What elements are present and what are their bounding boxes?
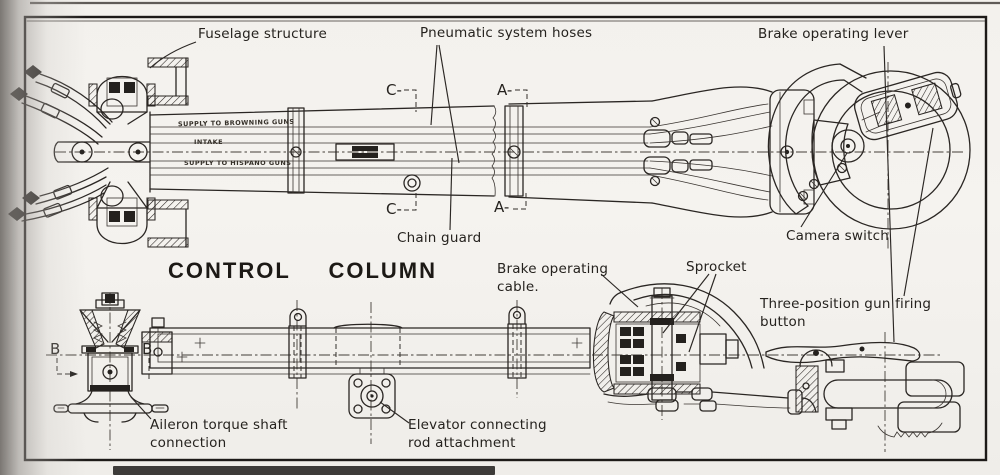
- section-marker-c-bottom: C-: [386, 200, 402, 218]
- callout-brake-cable-line2: cable.: [497, 279, 539, 295]
- callout-chain-guard: Chain guard: [397, 230, 482, 246]
- plan-view: [8, 57, 971, 250]
- callout-camera-switch: Camera switch: [786, 228, 889, 244]
- sprocket-housing: [592, 287, 739, 401]
- section-marker-a-top: A-: [497, 81, 513, 99]
- callout-brake-cable: Brake operating cable.: [497, 260, 608, 296]
- elevator-attachment: [348, 367, 396, 419]
- callout-brake-lever: Brake operating lever: [758, 26, 909, 42]
- callout-fuselage-structure: Fuselage structure: [198, 26, 327, 42]
- section-marker-b-right: B: [142, 340, 153, 358]
- callout-gun-button: Three-position gun firing button: [760, 295, 931, 331]
- callout-elevator: Elevator connecting rod attachment: [408, 416, 547, 452]
- leader-lines: [56, 41, 934, 424]
- brake-lever-plan: [767, 63, 867, 215]
- side-view: [46, 283, 965, 452]
- upper-fuselage-bracket: [88, 57, 189, 125]
- callout-brake-cable-line1: Brake operating: [497, 261, 609, 277]
- callout-gun-button-line2: button: [760, 314, 806, 330]
- side-main-tube: [149, 306, 591, 379]
- callout-aileron-line1: Aileron torque shaft: [150, 417, 288, 433]
- section-marker-b-left: B: [50, 340, 61, 358]
- lower-fuselage-bracket: [88, 111, 189, 248]
- callout-elevator-line1: Elevator connecting: [408, 417, 547, 433]
- gun-firing-button: [853, 71, 962, 141]
- pipe-label-intake: INTAKE: [194, 138, 223, 146]
- callout-aileron-line2: connection: [150, 435, 227, 451]
- callout-sprocket: Sprocket: [686, 259, 747, 275]
- hose-fan-cone: [643, 86, 815, 218]
- spade-grip: [767, 62, 971, 250]
- section-marker-c-top: C-: [386, 81, 402, 99]
- camera-switch-dial: [831, 129, 865, 163]
- chain-guard-tube: [149, 100, 653, 204]
- callout-gun-button-line1: Three-position gun firing: [760, 296, 932, 312]
- section-marker-a-bottom: A-: [494, 198, 510, 216]
- pipe-label-hispano: SUPPLY TO HISPANO GUNS: [184, 159, 292, 167]
- grip-assembly: [765, 341, 965, 438]
- callout-aileron: Aileron torque shaft connection: [150, 416, 288, 452]
- brake-cable-and-hoses: [603, 283, 817, 415]
- aileron-torque-unit: [53, 292, 173, 423]
- drawing-title: CONTROL COLUMN: [168, 258, 438, 283]
- callout-pneumatic-hoses: Pneumatic system hoses: [420, 25, 593, 41]
- callout-elevator-line2: rod attachment: [408, 435, 516, 451]
- next-page-edge-bar: [113, 466, 495, 475]
